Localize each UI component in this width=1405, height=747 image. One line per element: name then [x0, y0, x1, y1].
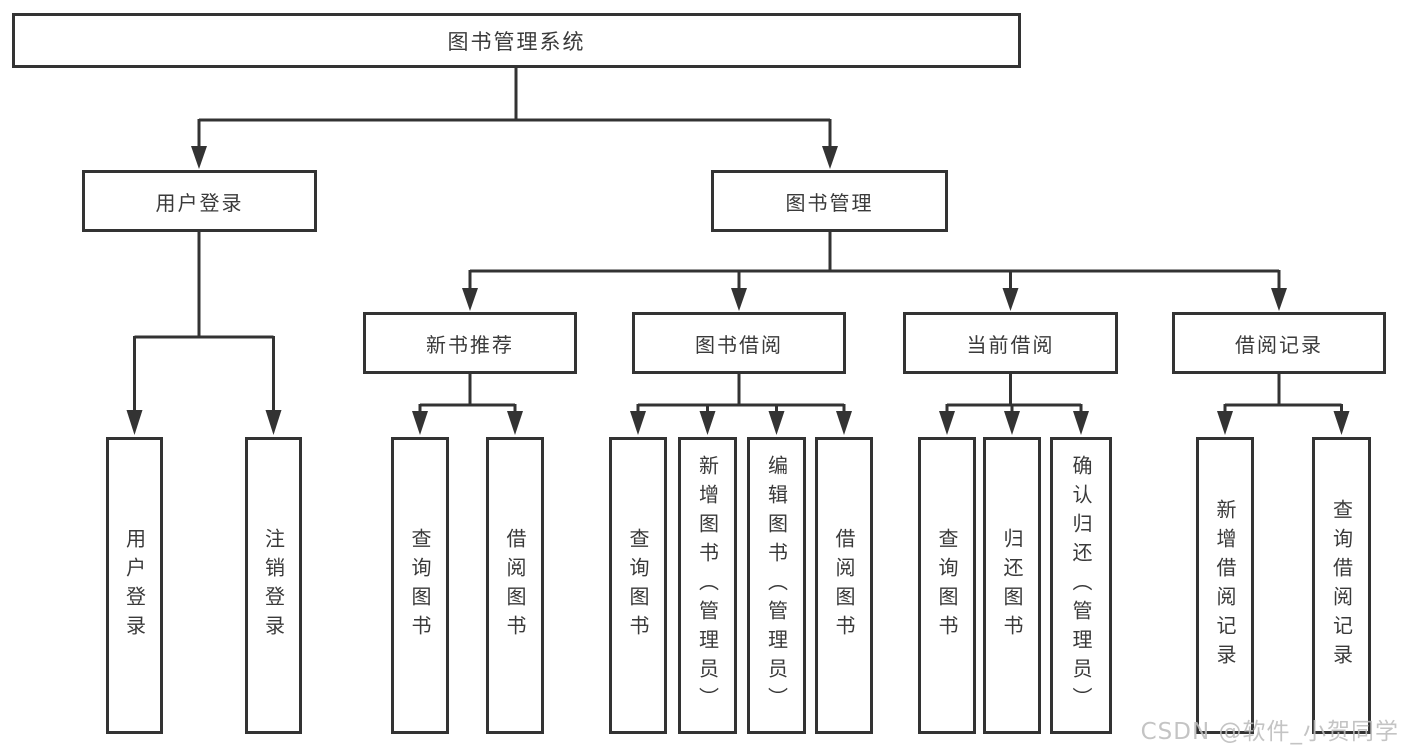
leaf-add-book-admin: 新增图书（管理员） — [678, 437, 737, 734]
node-library-management-system: 图书管理系统 — [12, 13, 1021, 68]
leaf-add-borrow-record: 新增借阅记录 — [1196, 437, 1254, 734]
leaf-query-books-recommend: 查询图书 — [391, 437, 449, 734]
leaf-query-books-borrow: 查询图书 — [609, 437, 667, 734]
leaf-borrow-books-borrow: 借阅图书 — [815, 437, 873, 734]
node-book-management: 图书管理 — [711, 170, 948, 232]
leaf-return-book: 归还图书 — [983, 437, 1041, 734]
leaf-query-books-current: 查询图书 — [918, 437, 976, 734]
node-book-borrowing: 图书借阅 — [632, 312, 846, 374]
node-borrowing-records: 借阅记录 — [1172, 312, 1386, 374]
node-user-login: 用户登录 — [82, 170, 317, 232]
leaf-logout: 注销登录 — [245, 437, 302, 734]
leaf-borrow-books-recommend: 借阅图书 — [486, 437, 544, 734]
leaf-query-borrow-record: 查询借阅记录 — [1312, 437, 1371, 734]
leaf-confirm-return-admin: 确认归还（管理员） — [1050, 437, 1112, 734]
csdn-watermark: CSDN @软件_小贺同学 — [1140, 719, 1399, 745]
node-new-book-recommendation: 新书推荐 — [363, 312, 577, 374]
leaf-user-login: 用户登录 — [106, 437, 163, 734]
node-current-borrowing: 当前借阅 — [903, 312, 1118, 374]
leaf-edit-book-admin: 编辑图书（管理员） — [747, 437, 806, 734]
